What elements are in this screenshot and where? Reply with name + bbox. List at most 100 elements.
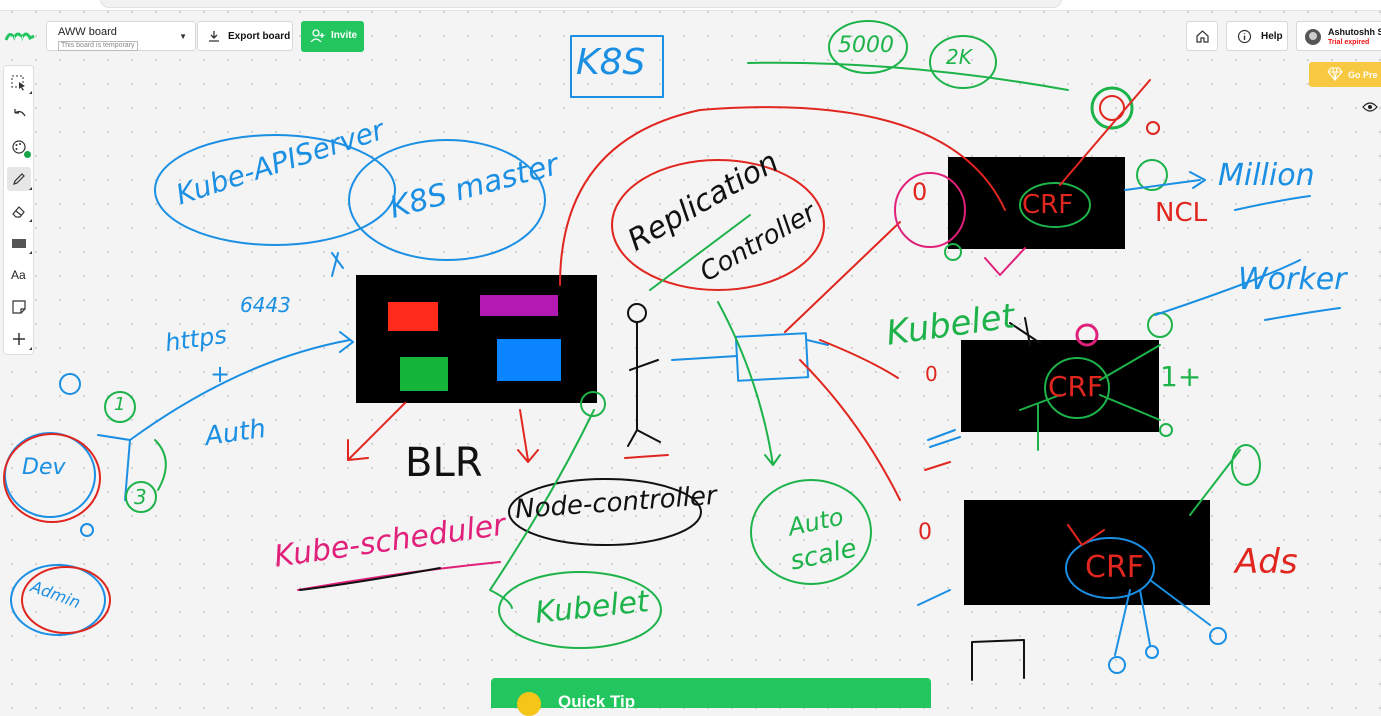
pink-circle-w2 xyxy=(1075,323,1099,347)
green-line-w3 xyxy=(1189,449,1241,516)
red-line-crf1 xyxy=(1059,79,1151,186)
person-head xyxy=(627,303,647,323)
undo-icon[interactable] xyxy=(7,103,31,127)
autoscale-ellipse xyxy=(750,479,872,585)
invite-label: Invite xyxy=(331,30,358,41)
green-lines-w2 xyxy=(1019,344,1161,421)
dev-link xyxy=(97,434,131,501)
master-node-box[interactable] xyxy=(356,275,597,403)
label-million: Million xyxy=(1218,158,1315,193)
sticky-note-icon[interactable] xyxy=(7,295,31,319)
select-icon[interactable] xyxy=(7,71,32,95)
worker-node-2[interactable] xyxy=(961,340,1159,432)
step-1-circle xyxy=(104,391,136,423)
green-circle-w1 xyxy=(1136,159,1168,191)
black-box-bottom xyxy=(971,639,1025,681)
small-circle xyxy=(80,523,94,537)
crf2-ellipse xyxy=(1044,357,1110,419)
info-icon xyxy=(1237,29,1252,47)
export-board-button[interactable]: Export board xyxy=(197,21,293,51)
crf3-ellipse xyxy=(1065,537,1155,599)
green-circle-w2-top xyxy=(1147,312,1173,338)
label-crf-2: CRF xyxy=(1048,370,1104,403)
red-dash-w2 xyxy=(924,461,951,471)
user-menu[interactable]: Ashutoshh Si Trial expired xyxy=(1296,21,1381,51)
board-temporary-note: This board is temporary xyxy=(58,41,138,51)
blue-circle-w3-c xyxy=(1209,627,1227,645)
label-zero-w3: 0 xyxy=(918,520,932,545)
red-line-worker3 xyxy=(799,359,901,501)
help-button[interactable]: Help xyxy=(1226,21,1288,51)
person-body xyxy=(627,321,661,447)
go-pro-button[interactable]: Go Pre xyxy=(1309,62,1381,87)
add-user-icon xyxy=(310,28,326,46)
label-ads: Ads xyxy=(1235,542,1298,582)
central-blue-box xyxy=(734,332,810,382)
invite-button[interactable]: Invite xyxy=(301,21,364,52)
home-icon xyxy=(1195,29,1210,49)
go-pro-label: Go Pre xyxy=(1348,70,1378,80)
text-icon[interactable]: Aa xyxy=(7,263,31,287)
worker-node-3[interactable] xyxy=(964,500,1210,605)
pen-icon[interactable] xyxy=(7,167,32,191)
green-scribble-top xyxy=(1090,86,1134,130)
https-arrow xyxy=(129,331,354,441)
label-5000: 5000 xyxy=(838,33,894,58)
label-plus: + xyxy=(210,360,231,388)
home-button[interactable] xyxy=(1186,21,1218,51)
export-board-label: Export board xyxy=(228,31,291,42)
green-ellipse-w3 xyxy=(1231,444,1261,486)
scheduler-underline-black xyxy=(299,567,441,591)
green-circle-w2-bottom xyxy=(1159,423,1173,437)
component-purple[interactable] xyxy=(480,295,558,316)
component-blue[interactable] xyxy=(497,339,561,381)
left-toolbar: Aa xyxy=(3,65,34,355)
label-step-1: 1 xyxy=(114,394,126,415)
replication-ellipse xyxy=(611,159,825,291)
red-line-worker2 xyxy=(819,339,899,379)
component-green[interactable] xyxy=(400,357,448,391)
label-worker: Worker xyxy=(1238,262,1347,297)
shape-icon[interactable] xyxy=(7,231,32,255)
blue-circle-w3-a xyxy=(1108,656,1126,674)
add-icon[interactable] xyxy=(7,327,32,351)
crf1-ellipse xyxy=(1019,182,1091,228)
board-title[interactable]: AWW board xyxy=(58,26,117,38)
palette-icon[interactable] xyxy=(7,135,31,159)
apiserver-ellipse xyxy=(154,134,396,246)
label-2k: 2K xyxy=(946,45,972,69)
blue-scribble-w3 xyxy=(917,589,951,606)
component-red[interactable] xyxy=(388,302,438,331)
admin-ellipse-blue xyxy=(10,564,106,636)
text-tool-label: Aa xyxy=(11,268,26,282)
label-ncl: NCL xyxy=(1155,198,1208,228)
w1-pink-ellipse xyxy=(894,172,966,248)
color-indicator xyxy=(24,151,31,158)
scheduler-underline xyxy=(297,561,501,591)
eye-icon[interactable] xyxy=(1362,100,1378,118)
red-line-worker1 xyxy=(784,221,901,333)
pink-check xyxy=(984,247,1026,276)
million-underline xyxy=(1234,195,1311,211)
black-mark-w2 xyxy=(1009,317,1041,346)
board-name-dropdown[interactable]: AWW board This board is temporary ▼ xyxy=(46,21,196,51)
chevron-down-icon[interactable]: ▼ xyxy=(179,32,187,41)
admin-ellipse-red xyxy=(21,566,111,634)
label-step-3: 3 xyxy=(134,485,147,509)
quick-tip-banner[interactable]: Quick Tip xyxy=(491,678,931,716)
red-arrow-down xyxy=(517,409,539,463)
avatar[interactable] xyxy=(1305,29,1321,45)
label-one-plus: 1+ xyxy=(1160,360,1202,393)
browser-strip xyxy=(0,0,1381,11)
green-circle-w1-bottom xyxy=(944,243,962,261)
red-small-circle xyxy=(1146,121,1160,135)
step-3-circle xyxy=(125,481,157,513)
eraser-icon[interactable] xyxy=(7,199,32,223)
arrow-to-master xyxy=(331,252,344,277)
label-zero-w1: 0 xyxy=(912,178,928,206)
drawing-canvas[interactable] xyxy=(0,0,1381,700)
aww-logo[interactable]: AWW xyxy=(4,28,36,48)
green-arrow-autoscale xyxy=(717,301,781,466)
red-scribble-top xyxy=(1099,95,1125,121)
worker-node-1[interactable] xyxy=(948,157,1125,249)
